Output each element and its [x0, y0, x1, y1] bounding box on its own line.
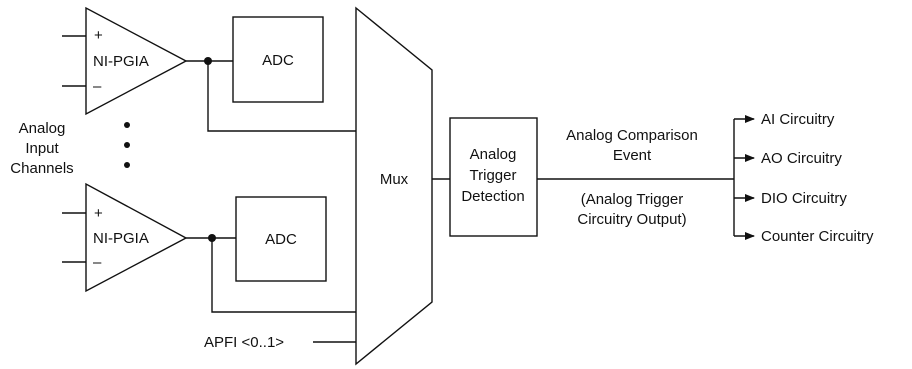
adc-bottom: ADC [235, 196, 327, 282]
amp-top-plus-sign: + [94, 27, 103, 44]
output-dio-label: DIO Circuitry [761, 190, 847, 207]
amp-top-label: NI-PGIA [93, 53, 149, 70]
event-label-line1: Analog Comparison [566, 127, 698, 144]
amplifier-top: + – NI-PGIA [62, 6, 188, 116]
event-label-line2: Event [613, 147, 652, 164]
adc-bottom-box [235, 196, 327, 282]
output-note-line1: (Analog Trigger [581, 191, 684, 208]
output-counter-label: Counter Circuitry [761, 228, 874, 245]
amp-bottom-to-mux-line [211, 238, 356, 313]
output-ao-label: AO Circuitry [761, 150, 842, 167]
amp-top-triangle [85, 6, 188, 116]
amp-bottom-plus-sign: + [94, 205, 103, 222]
mux-trapezoid [355, 6, 433, 366]
amp-bottom-minus-sign: – [93, 254, 102, 271]
input-label-line3: Channels [10, 160, 73, 177]
input-label-line1: Analog [19, 120, 66, 137]
input-label-line2: Input [25, 140, 59, 157]
trigger-label-line3: Detection [461, 188, 524, 205]
trigger-label-line1: Analog [470, 146, 517, 163]
trigger-detection-box [449, 117, 538, 237]
amp-top-minus-sign: – [93, 78, 102, 95]
output-note-line2: Circuitry Output) [577, 211, 686, 228]
trigger-detection: Analog Trigger Detection [449, 117, 538, 237]
trigger-label-line2: Trigger [470, 167, 517, 184]
mux: Mux [355, 6, 433, 366]
amp-bottom-triangle [85, 182, 188, 293]
input-channels-label: Analog Input Channels [10, 120, 73, 177]
adc-top-label: ADC [262, 52, 294, 69]
adc-top-box [232, 16, 324, 103]
output-ai-label: AI Circuitry [761, 111, 835, 128]
adc-bottom-label: ADC [265, 231, 297, 248]
ellipsis-dots [124, 122, 130, 168]
apfi-label: APFI <0..1> [204, 334, 284, 351]
adc-top: ADC [232, 16, 324, 103]
amplifier-bottom: + – NI-PGIA [62, 182, 188, 293]
amp-top-to-mux-line [207, 61, 356, 132]
mux-label: Mux [380, 171, 409, 188]
amp-bottom-label: NI-PGIA [93, 230, 149, 247]
